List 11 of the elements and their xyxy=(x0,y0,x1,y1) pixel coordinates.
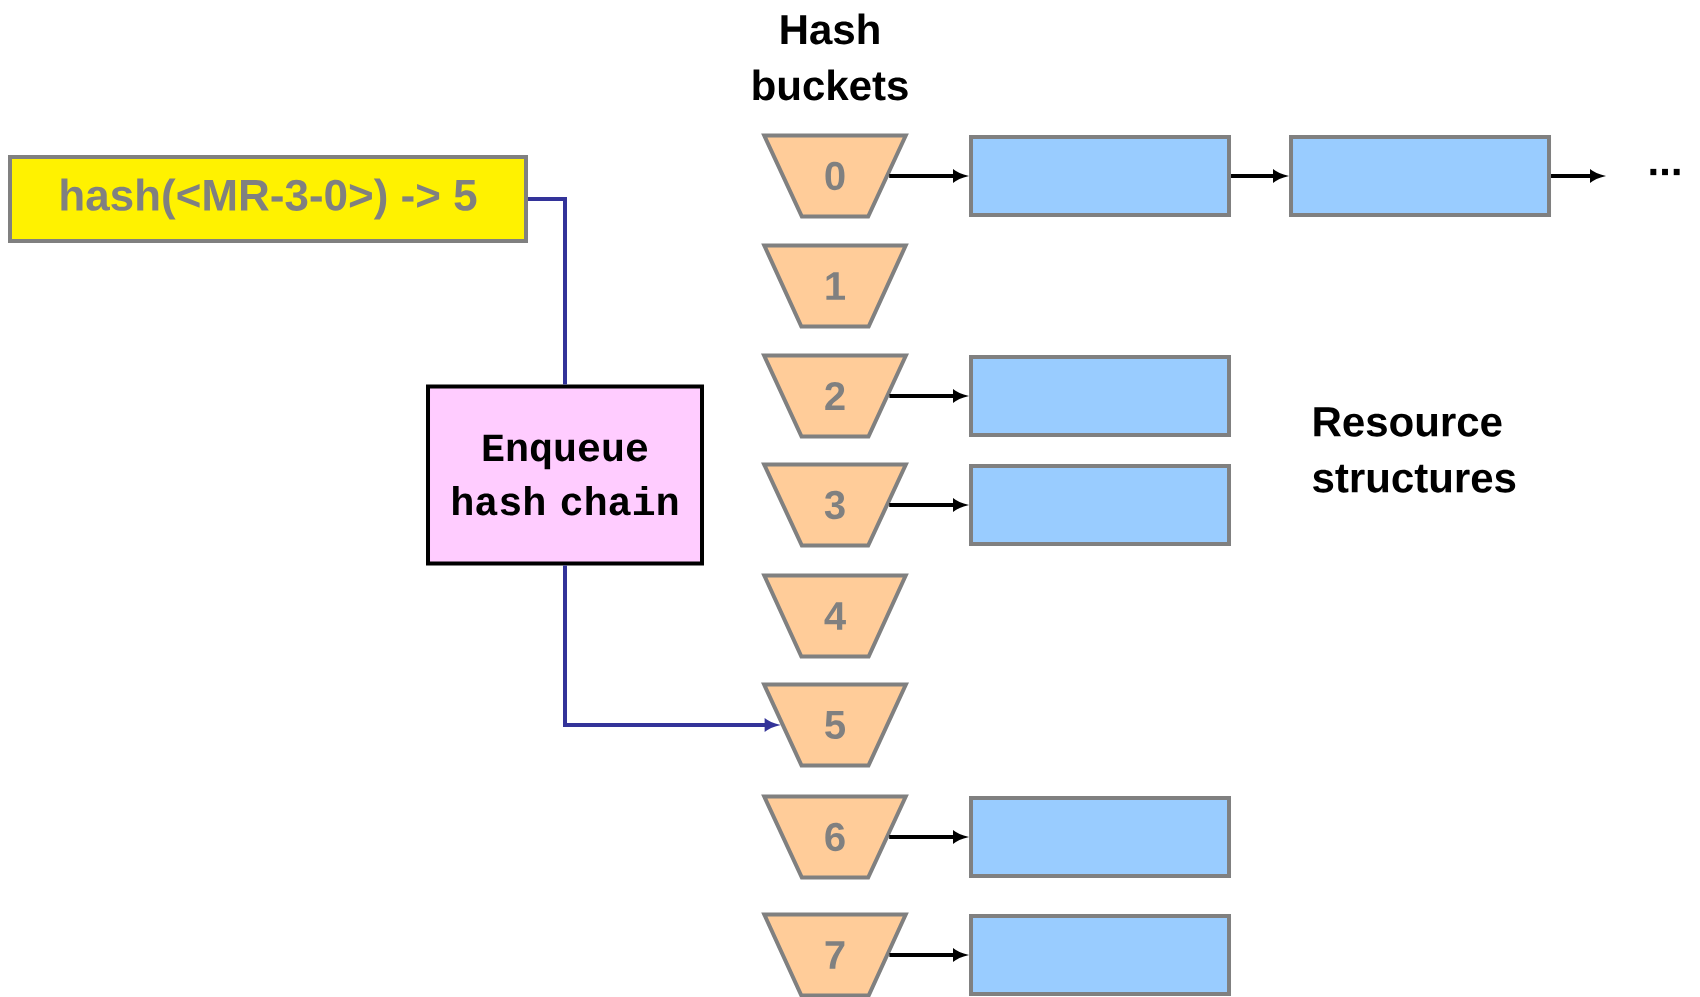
formula-box: hash(<MR-3-0>) -> 5 xyxy=(8,155,528,243)
resource-box xyxy=(969,914,1231,996)
resource-box xyxy=(1289,135,1551,217)
caption-text: Resource structures xyxy=(1313,407,1516,493)
ellipsis: ... xyxy=(1650,168,1680,176)
column-heading: Hash buckets xyxy=(753,13,908,101)
resource-box xyxy=(969,796,1231,878)
resource-box xyxy=(969,464,1231,546)
resource-box xyxy=(969,355,1231,437)
process-box: Enqueue hash chain xyxy=(426,384,704,566)
resource-box xyxy=(969,135,1231,217)
